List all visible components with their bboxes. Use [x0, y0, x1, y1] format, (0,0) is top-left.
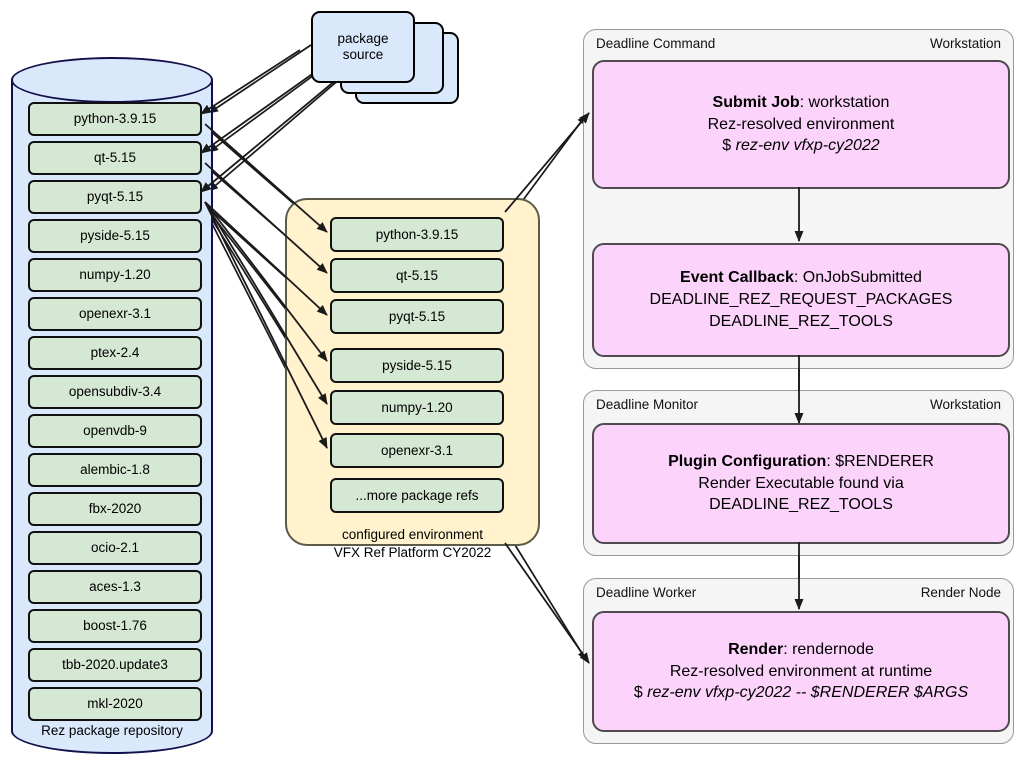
panel-deadline-worker-host: Render Node: [920, 585, 1001, 600]
panel-deadline-monitor-header: Deadline Monitor Workstation: [596, 397, 1001, 412]
repo-package-item[interactable]: ptex-2.4: [28, 336, 202, 370]
panel-deadline-monitor-host: Workstation: [929, 397, 1001, 412]
submit-job-line2: Rez-resolved environment: [707, 115, 895, 133]
package-source-label-line1: package: [337, 30, 389, 46]
render-prompt: $: [633, 684, 648, 702]
plugin-config-line1: Plugin Configuration: $RENDERER: [668, 451, 934, 473]
repo-package-item[interactable]: mkl-2020: [28, 687, 202, 721]
env-package-ref[interactable]: pyside-5.15: [330, 348, 504, 383]
repo-package-item[interactable]: openexr-3.1: [28, 297, 202, 331]
configured-environment-caption-line2: VFX Ref Platform CY2022: [333, 545, 492, 560]
event-callback-subject: : OnJobSubmitted: [793, 269, 922, 287]
package-source-label-line2: source: [342, 47, 384, 62]
render-subject: : rendernode: [783, 640, 874, 658]
submit-job-line1: Submit Job: workstation: [713, 92, 890, 114]
panel-deadline-command-host: Workstation: [929, 36, 1001, 51]
render-title: Render: [728, 640, 784, 658]
repo-package-item[interactable]: openvdb-9: [28, 414, 202, 448]
submit-job-line3: $ rez-env vfxp-cy2022: [722, 135, 879, 157]
render-line3: $ rez-env vfxp-cy2022 -- $RENDERER $ARGS: [634, 682, 968, 704]
env-package-ref[interactable]: python-3.9.15: [330, 217, 504, 252]
render-command: rez-env vfxp-cy2022 -- $RENDERER $ARGS: [647, 684, 969, 702]
repository-label: Rez package repository: [41, 723, 183, 738]
event-callback-line3: DEADLINE_REZ_TOOLS: [709, 312, 893, 330]
render-line2: Rez-resolved environment at runtime: [669, 662, 933, 680]
configured-environment-caption-line1: configured environment: [341, 527, 484, 542]
repo-package-item[interactable]: ocio-2.1: [28, 531, 202, 565]
env-package-ref[interactable]: ...more package refs: [330, 478, 504, 513]
action-plugin-configuration[interactable]: Plugin Configuration: $RENDERER Render E…: [592, 423, 1010, 544]
action-submit-job[interactable]: Submit Job: workstation Rez-resolved env…: [592, 60, 1010, 189]
submit-job-command: rez-env vfxp-cy2022: [735, 137, 880, 155]
env-package-ref[interactable]: qt-5.15: [330, 258, 504, 293]
repo-package-item[interactable]: tbb-2020.update3: [28, 648, 202, 682]
panel-deadline-command-title: Deadline Command: [596, 36, 716, 51]
env-package-ref[interactable]: pyqt-5.15: [330, 299, 504, 334]
render-line1: Render: rendernode: [728, 639, 874, 661]
plugin-config-subject: : $RENDERER: [826, 452, 934, 470]
env-package-ref[interactable]: numpy-1.20: [330, 390, 504, 425]
repo-package-item[interactable]: fbx-2020: [28, 492, 202, 526]
repo-package-item[interactable]: pyqt-5.15: [28, 180, 202, 214]
repo-package-item[interactable]: alembic-1.8: [28, 453, 202, 487]
repo-package-item[interactable]: qt-5.15: [28, 141, 202, 175]
panel-deadline-monitor-title: Deadline Monitor: [596, 397, 699, 412]
repo-package-item[interactable]: aces-1.3: [28, 570, 202, 604]
event-callback-line1: Event Callback: OnJobSubmitted: [680, 267, 922, 289]
submit-job-prompt: $: [722, 137, 736, 155]
env-package-ref[interactable]: openexr-3.1: [330, 433, 504, 468]
panel-deadline-command-header: Deadline Command Workstation: [596, 36, 1001, 51]
plugin-config-title: Plugin Configuration: [668, 452, 827, 470]
event-callback-line2: DEADLINE_REZ_REQUEST_PACKAGES: [649, 291, 953, 309]
panel-deadline-worker-title: Deadline Worker: [596, 585, 697, 600]
plugin-config-line3: DEADLINE_REZ_TOOLS: [709, 496, 893, 514]
repo-package-item[interactable]: boost-1.76: [28, 609, 202, 643]
submit-job-title: Submit Job: [712, 93, 800, 111]
plugin-config-line2: Render Executable found via: [698, 474, 904, 492]
repo-package-item[interactable]: opensubdiv-3.4: [28, 375, 202, 409]
action-render[interactable]: Render: rendernode Rez-resolved environm…: [592, 611, 1010, 732]
event-callback-title: Event Callback: [680, 269, 794, 287]
repo-package-item[interactable]: numpy-1.20: [28, 258, 202, 292]
repo-package-item[interactable]: pyside-5.15: [28, 219, 202, 253]
repository-cylinder-top: [11, 57, 213, 103]
panel-deadline-worker-header: Deadline Worker Render Node: [596, 585, 1001, 600]
submit-job-subject: : workstation: [799, 93, 890, 111]
repo-package-item[interactable]: python-3.9.15: [28, 102, 202, 136]
action-event-callback[interactable]: Event Callback: OnJobSubmitted DEADLINE_…: [592, 243, 1010, 357]
